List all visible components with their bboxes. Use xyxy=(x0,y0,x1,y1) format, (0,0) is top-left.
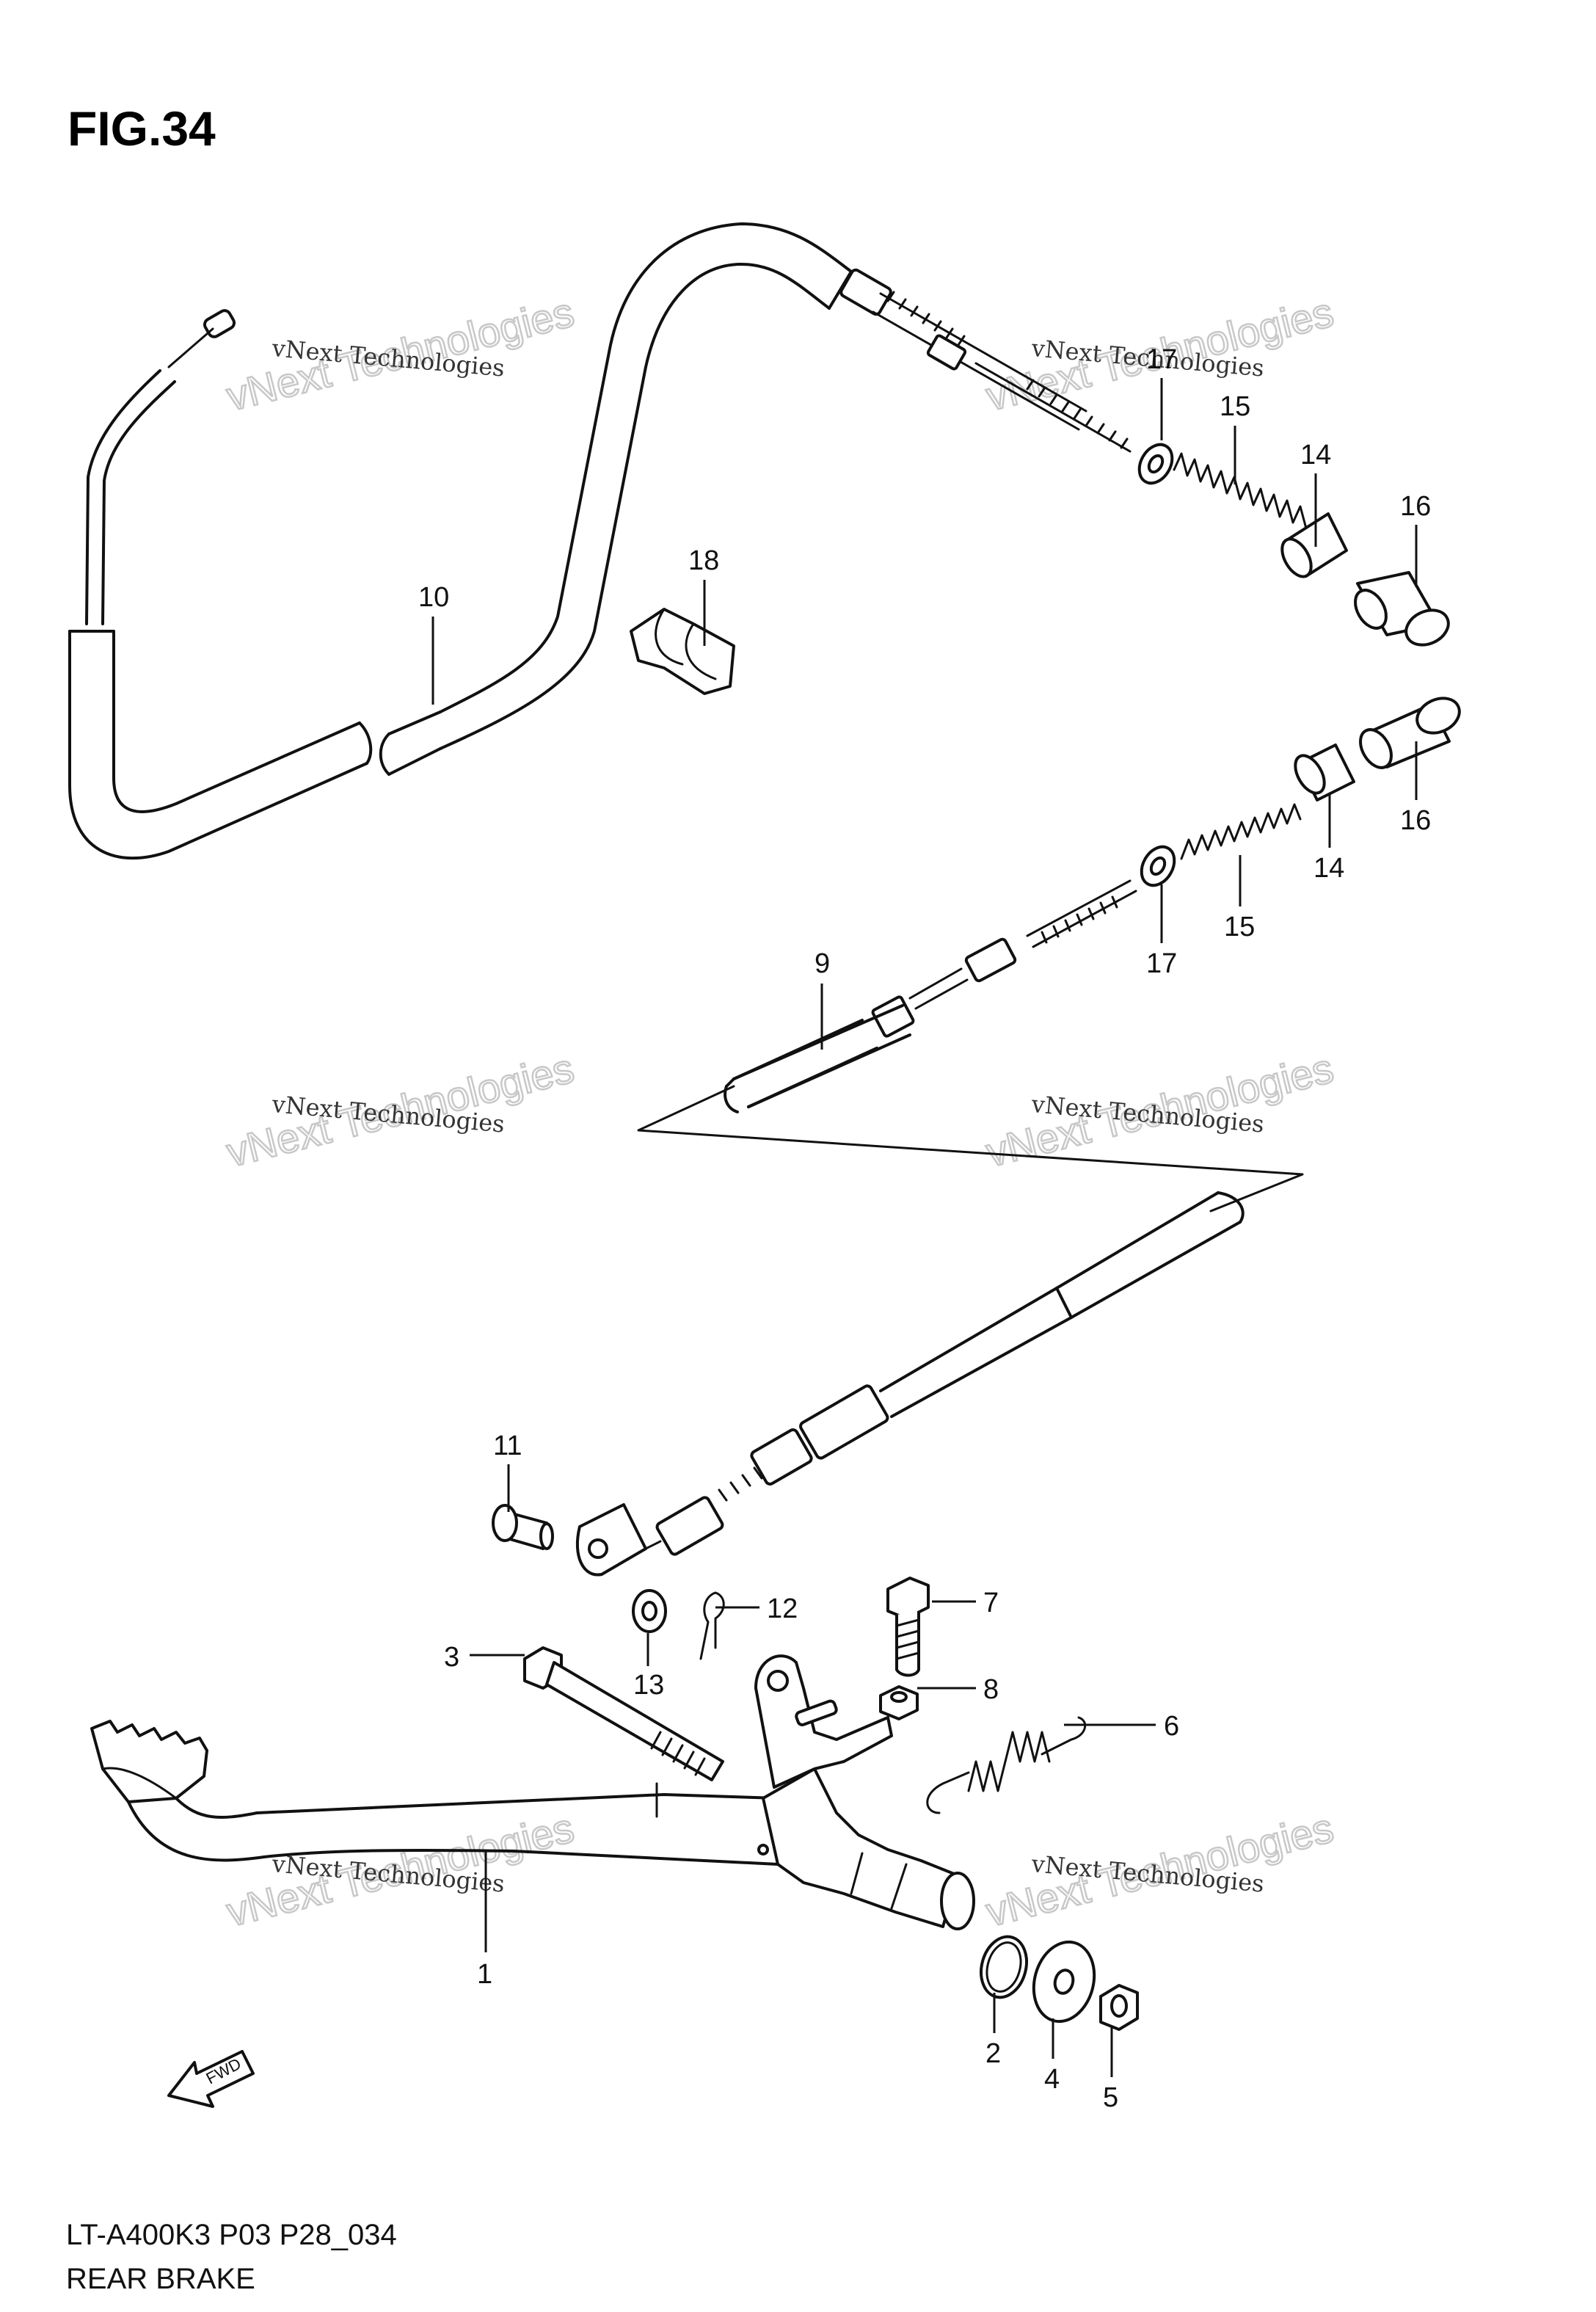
part-13-washer xyxy=(632,1589,667,1633)
callout-2: 2 xyxy=(985,2038,1001,2069)
watermark-bottom-right: vNext Technologies vNext Technologies xyxy=(980,1803,1338,1936)
part-11-clevis-pin xyxy=(492,1504,554,1550)
callout-14-lower: 14 xyxy=(1313,853,1344,884)
part-9-brake-cable-lower xyxy=(575,879,1304,1577)
callout-5: 5 xyxy=(1103,2082,1118,2113)
part-16-pin-upper xyxy=(1354,571,1450,647)
callout-9: 9 xyxy=(815,948,830,979)
part-3-long-bolt xyxy=(523,1646,724,1781)
watermark-mid-left: vNext Technologies vNext Technologies xyxy=(221,1044,579,1177)
callout-6: 6 xyxy=(1164,1711,1179,1742)
callout-3: 3 xyxy=(444,1642,459,1673)
part-10-brake-cable-upper xyxy=(68,222,1132,860)
callout-8: 8 xyxy=(983,1674,999,1705)
callout-14-upper: 14 xyxy=(1300,440,1331,470)
callout-15-upper: 15 xyxy=(1220,391,1250,422)
fwd-direction-arrow: FWD xyxy=(167,2050,255,2108)
part-4-washer xyxy=(1032,1940,1096,2024)
callout-12: 12 xyxy=(767,1593,798,1624)
callout-16-upper: 16 xyxy=(1400,491,1431,522)
threaded-section xyxy=(886,291,1129,449)
part-6-return-spring xyxy=(926,1716,1087,1814)
watermark-bottom-left: vNext Technologies vNext Technologies xyxy=(221,1803,579,1936)
part-5-nut xyxy=(1099,1984,1139,2031)
part-7-bolt xyxy=(886,1577,930,1677)
part-15-spring-lower xyxy=(1180,803,1302,860)
part-15-spring-upper xyxy=(1173,452,1308,530)
part-12-cotter-pin xyxy=(699,1591,725,1660)
callout-1: 1 xyxy=(477,1959,492,1990)
callout-18: 18 xyxy=(688,545,719,576)
callout-13: 13 xyxy=(633,1670,664,1701)
callout-4: 4 xyxy=(1044,2064,1060,2095)
callout-15-lower: 15 xyxy=(1224,912,1255,942)
callout-17-lower: 17 xyxy=(1146,948,1177,979)
callout-16-lower: 16 xyxy=(1400,805,1431,836)
figure-title: FIG.34 xyxy=(68,101,216,156)
part-14-joint-upper xyxy=(1280,512,1348,578)
part-1-brake-pedal xyxy=(90,1654,975,1930)
part-18-cable-clamp xyxy=(630,608,735,695)
leader-lines xyxy=(431,378,1418,2077)
section-name: REAR BRAKE xyxy=(66,2263,255,2295)
callout-7: 7 xyxy=(983,1588,999,1618)
callout-11: 11 xyxy=(493,1431,522,1461)
callout-numbers: 10 18 17 15 14 16 16 14 15 17 9 11 12 13… xyxy=(418,344,1431,2113)
callout-10: 10 xyxy=(418,582,449,613)
part-16-pin-lower xyxy=(1359,697,1461,769)
watermark-top-left: vNext Technologies vNext Technologies xyxy=(221,288,579,421)
part-8-nut xyxy=(879,1685,919,1720)
model-code: LT-A400K3 P03 P28_034 xyxy=(66,2219,397,2251)
part-2-o-ring xyxy=(980,1935,1028,1999)
part-14-joint-lower xyxy=(1294,744,1355,801)
callout-17-upper: 17 xyxy=(1146,344,1177,375)
